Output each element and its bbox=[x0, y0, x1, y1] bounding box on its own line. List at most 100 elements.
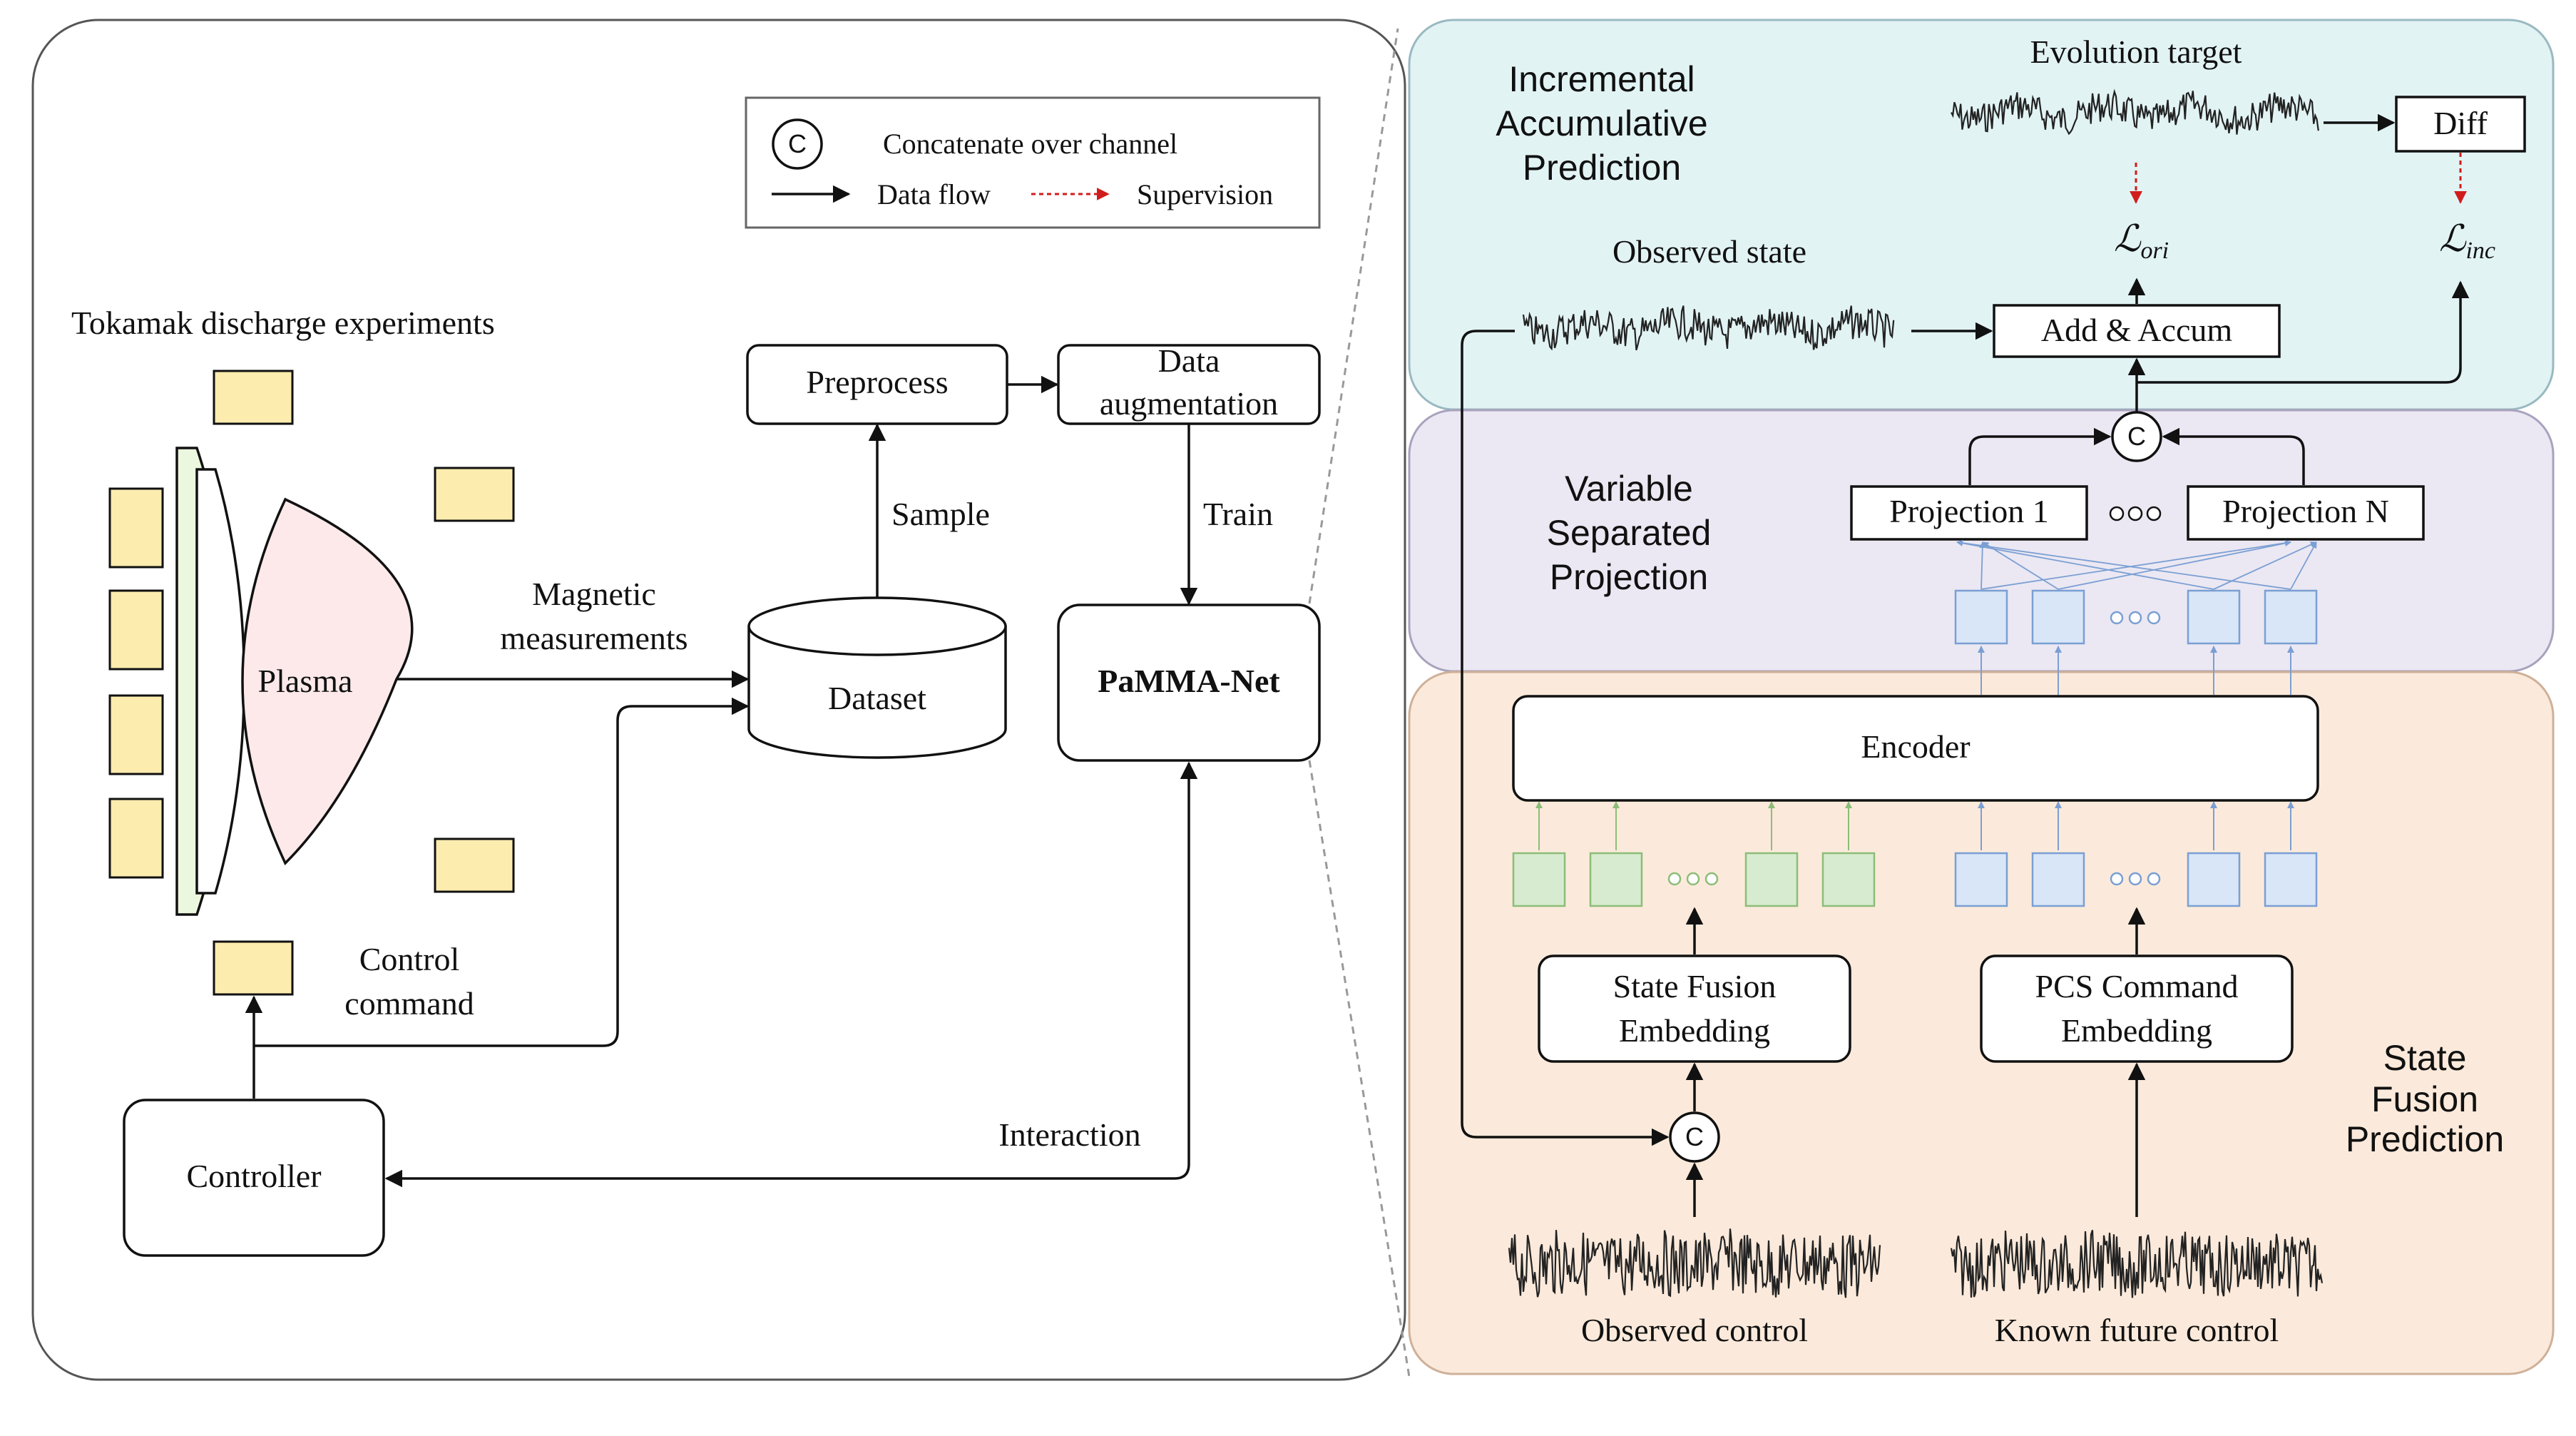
state-token-ellipsis-dot-2 bbox=[1686, 872, 1700, 886]
projection-title-line-1: Variable bbox=[1565, 469, 1693, 509]
projection-1-box bbox=[1850, 485, 2088, 541]
incremental-title-line-1: Incremental bbox=[1508, 59, 1695, 99]
diff-label: Diff bbox=[2433, 105, 2488, 141]
dataset-cylinder: Dataset bbox=[747, 596, 1007, 759]
interaction-label: Interaction bbox=[998, 1116, 1140, 1153]
coil-bottom bbox=[213, 940, 294, 996]
control-command-label-2: command bbox=[344, 985, 474, 1022]
state-token-ellipsis-dot-1 bbox=[1667, 872, 1682, 886]
fan-line-1-1 bbox=[1979, 541, 1986, 590]
plasma-label: Plasma bbox=[258, 663, 353, 699]
loss-inc-label: ℒinc bbox=[2439, 219, 2495, 264]
observed-state-waveform bbox=[1522, 305, 1895, 351]
augmentation-label-1: Data bbox=[1158, 342, 1220, 379]
coil-left-1 bbox=[108, 487, 164, 569]
pcs-command-label-2: Embedding bbox=[2061, 1012, 2212, 1049]
legend-dataflow-label: Data flow bbox=[877, 178, 991, 210]
add-accum-box bbox=[1993, 304, 2281, 358]
state-fusion-label-2: Embedding bbox=[1619, 1012, 1770, 1049]
projection-token-row bbox=[1954, 589, 2318, 695]
projection-1-label: Projection 1 bbox=[1889, 493, 2049, 529]
fan-line-2-2 bbox=[2058, 540, 2291, 590]
fan-line-4-2 bbox=[2290, 541, 2317, 590]
pcs-command-embedding-box bbox=[1980, 954, 2294, 1063]
fusion-title-line-3: Prediction bbox=[2346, 1119, 2504, 1159]
command-token-1 bbox=[1954, 852, 2008, 907]
magnetic-label-2: measurements bbox=[500, 620, 688, 656]
augmentation-label-2: augmentation bbox=[1100, 385, 1278, 422]
projection-n-label: Projection N bbox=[2222, 493, 2389, 529]
poloidal-coils bbox=[108, 370, 515, 996]
observed-control-label: Observed control bbox=[1581, 1312, 1808, 1348]
state-token-2 bbox=[1589, 852, 1643, 907]
incremental-title-line-2: Accumulative bbox=[1496, 103, 1707, 143]
coil-left-2 bbox=[108, 589, 164, 671]
fan-line-4-1 bbox=[1956, 539, 2291, 590]
evolution-target-waveform bbox=[1951, 88, 2319, 136]
projection-token-2 bbox=[2031, 589, 2085, 645]
controller-box bbox=[123, 1099, 385, 1257]
fusion-title-line-1: State bbox=[2383, 1038, 2467, 1078]
encoder-label: Encoder bbox=[1861, 728, 1970, 765]
projection-concat-icon bbox=[2111, 411, 2162, 462]
encoder-input-token-row bbox=[1512, 852, 2318, 907]
accum-to-loss-inc-arrow bbox=[2137, 280, 2470, 384]
command-token-4 bbox=[2264, 852, 2318, 907]
projection1-to-concat-arrow bbox=[1968, 427, 2112, 485]
legend-concat-label: Concatenate over channel bbox=[883, 128, 1177, 160]
coil-lower-right bbox=[434, 837, 515, 893]
projection-token-ellipsis-dot-3 bbox=[2147, 611, 2161, 625]
command-token-ellipsis-dot-2 bbox=[2128, 872, 2142, 886]
observed-state-feedback-arrow bbox=[1461, 330, 1670, 1146]
diff-box bbox=[2395, 96, 2526, 153]
future-control-waveform bbox=[1950, 1230, 2324, 1298]
controller-label: Controller bbox=[186, 1158, 321, 1194]
pcs-command-label-1: PCS Command bbox=[2035, 968, 2238, 1004]
projection-title-line-3: Projection bbox=[1550, 557, 1708, 597]
legend-box bbox=[745, 96, 1321, 229]
fan-line-3-1 bbox=[1956, 540, 2214, 590]
interaction-arrow bbox=[384, 761, 1198, 1188]
incremental-title-line-3: Prediction bbox=[1523, 148, 1681, 188]
encoder-box bbox=[1512, 695, 2319, 802]
coil-left-3 bbox=[108, 694, 164, 775]
state-token-1 bbox=[1512, 852, 1566, 907]
projectionN-to-concat-arrow bbox=[2162, 427, 2305, 485]
coil-upper-right bbox=[434, 467, 515, 522]
preprocess-label: Preprocess bbox=[806, 364, 948, 400]
projection-concat-symbol: C bbox=[2127, 422, 2146, 451]
fusion-title-line-2: Fusion bbox=[2371, 1079, 2478, 1119]
pamma-net-box bbox=[1057, 604, 1321, 762]
projection-token-ellipsis-dot-1 bbox=[2110, 611, 2124, 625]
magnetic-label-1: Magnetic bbox=[532, 576, 656, 612]
fan-line-2-1 bbox=[1982, 541, 2059, 590]
pamma-net-label: PaMMA-Net bbox=[1098, 663, 1280, 699]
projection-title: Variable Separated Projection bbox=[1547, 469, 1712, 597]
plasma-shape bbox=[241, 497, 414, 865]
coil-left-4 bbox=[108, 798, 164, 879]
state-token-3 bbox=[1744, 852, 1799, 907]
add-accum-label: Add & Accum bbox=[2041, 312, 2233, 348]
projection-token-4 bbox=[2264, 589, 2318, 645]
projection-title-line-2: Separated bbox=[1547, 513, 1712, 553]
incremental-title: Incremental Accumulative Prediction bbox=[1496, 59, 1707, 188]
evolution-target-label: Evolution target bbox=[2030, 34, 2242, 70]
projection-token-ellipsis-dot-2 bbox=[2128, 611, 2142, 625]
projection-token-3 bbox=[2187, 589, 2241, 645]
zoom-line-top bbox=[1308, 28, 1399, 604]
projection-n-box bbox=[2187, 485, 2425, 541]
loss-ori-label: ℒori bbox=[2114, 219, 2169, 264]
state-concat-symbol: C bbox=[1685, 1122, 1704, 1151]
sample-label: Sample bbox=[891, 496, 990, 532]
zoom-line-bottom bbox=[1308, 760, 1411, 1378]
command-token-ellipsis-dot-3 bbox=[2147, 872, 2161, 886]
command-token-2 bbox=[2031, 852, 2085, 907]
state-concat-icon bbox=[1669, 1111, 1720, 1163]
legend-concat-icon bbox=[772, 118, 823, 170]
projection-ellipsis-icon bbox=[2109, 506, 2162, 521]
dataset-label: Dataset bbox=[828, 680, 926, 716]
fusion-title: State Fusion Prediction bbox=[2346, 1038, 2504, 1159]
observed-state-label: Observed state bbox=[1612, 233, 1806, 270]
observed-control-waveform bbox=[1508, 1228, 1881, 1298]
